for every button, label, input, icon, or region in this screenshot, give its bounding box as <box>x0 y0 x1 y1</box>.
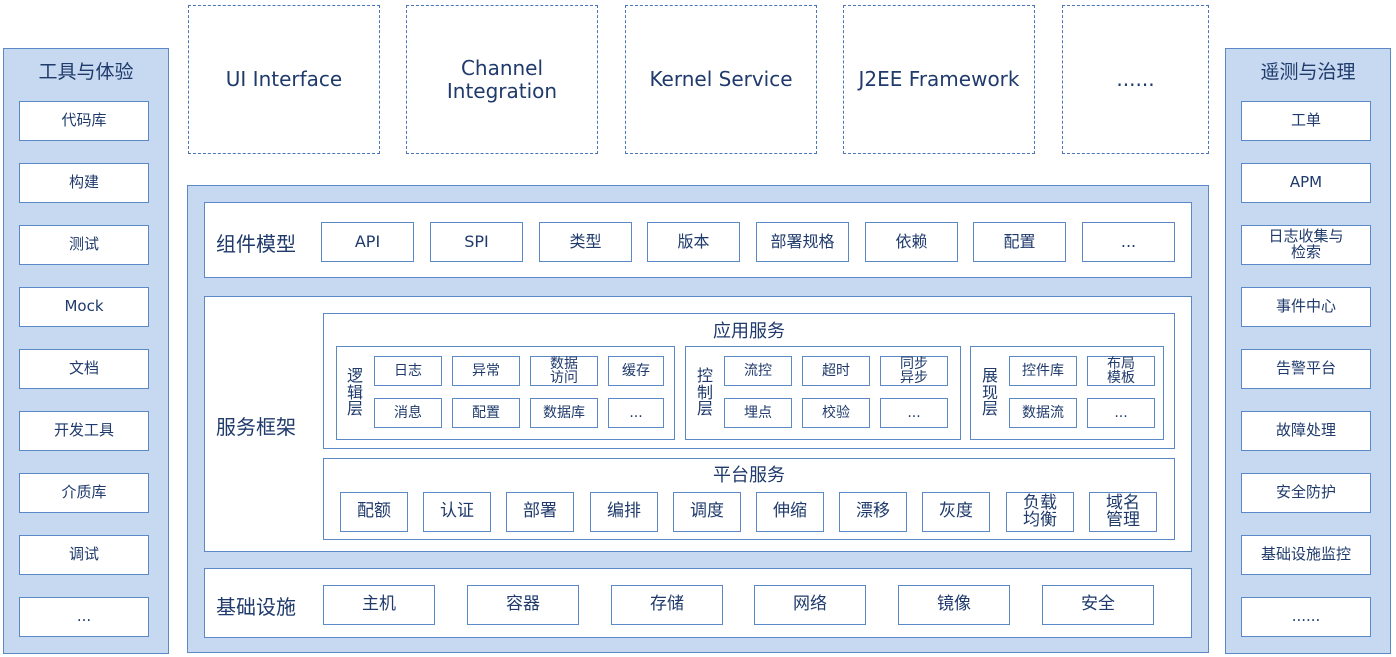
channel-integration-box: Channel Integration <box>406 5 598 154</box>
platform-services-title: 平台服务 <box>713 465 785 486</box>
component-spi: SPI <box>430 222 523 262</box>
kernel-service-box: Kernel Service <box>625 5 817 154</box>
telemetry-governance-panel: 遥测与治理 工单 APM 日志收集与 检索 事件中心 告警平台 故障处理 安全防… <box>1225 48 1391 654</box>
component-type: 类型 <box>539 222 632 262</box>
service-framework-label: 服务框架 <box>216 415 296 439</box>
sidebar-item-log-collection: 日志收集与 检索 <box>1241 225 1371 265</box>
sidebar-item-ticket: 工单 <box>1241 101 1371 141</box>
platform-quota: 配额 <box>340 492 408 532</box>
platform-auth: 认证 <box>423 492 491 532</box>
infra-security: 安全 <box>1042 585 1154 625</box>
component-deploy-spec: 部署规格 <box>756 222 849 262</box>
control-more: ... <box>880 398 948 428</box>
logic-config: 配置 <box>452 398 520 428</box>
sidebar-item-mock: Mock <box>19 287 149 327</box>
sidebar-item-fault-handling: 故障处理 <box>1241 411 1371 451</box>
sidebar-item-event-center: 事件中心 <box>1241 287 1371 327</box>
control-validation: 校验 <box>802 398 870 428</box>
logic-log: 日志 <box>374 356 442 386</box>
platform-orchestration: 编排 <box>590 492 658 532</box>
platform-scheduling: 调度 <box>673 492 741 532</box>
control-layer-label: 控 制 层 <box>696 365 713 419</box>
app-services-title: 应用服务 <box>713 321 785 342</box>
control-sync-async: 同步 异步 <box>880 356 948 386</box>
j2ee-framework-box: J2EE Framework <box>843 5 1035 154</box>
infra-storage: 存储 <box>611 585 723 625</box>
infra-host: 主机 <box>323 585 435 625</box>
sidebar-item-media-repo: 介质库 <box>19 473 149 513</box>
sidebar-item-code-repo: 代码库 <box>19 101 149 141</box>
control-tracking: 埋点 <box>724 398 792 428</box>
presentation-layout-template: 布局 模板 <box>1087 356 1155 386</box>
control-flow-control: 流控 <box>724 356 792 386</box>
sidebar-item-apm: APM <box>1241 163 1371 203</box>
infrastructure-label: 基础设施 <box>216 595 296 619</box>
platform-domain-management: 域名 管理 <box>1089 492 1157 532</box>
platform-load-balancing: 负载 均衡 <box>1006 492 1074 532</box>
infra-container: 容器 <box>467 585 579 625</box>
sidebar-item-build: 构建 <box>19 163 149 203</box>
presentation-widget-library: 控件库 <box>1009 356 1077 386</box>
logic-more: ... <box>608 398 664 428</box>
logic-data-access: 数据 访问 <box>530 356 598 386</box>
sidebar-item-test: 测试 <box>19 225 149 265</box>
logic-cache: 缓存 <box>608 356 664 386</box>
presentation-more: ... <box>1087 398 1155 428</box>
logic-message: 消息 <box>374 398 442 428</box>
more-frameworks-box: ...... <box>1062 5 1209 154</box>
component-version: 版本 <box>647 222 740 262</box>
component-model-label: 组件模型 <box>216 232 296 256</box>
tools-experience-panel: 工具与体验 代码库 构建 测试 Mock 文档 开发工具 介质库 调试 ... <box>3 48 169 654</box>
sidebar-item-docs: 文档 <box>19 349 149 389</box>
infra-image: 镜像 <box>898 585 1010 625</box>
platform-canary: 灰度 <box>922 492 990 532</box>
platform-deploy: 部署 <box>506 492 574 532</box>
sidebar-item-debug: 调试 <box>19 535 149 575</box>
sidebar-item-infra-monitoring: 基础设施监控 <box>1241 535 1371 575</box>
infra-network: 网络 <box>754 585 866 625</box>
ui-interface-box: UI Interface <box>188 5 380 154</box>
component-config: 配置 <box>973 222 1066 262</box>
sidebar-item-security-protection: 安全防护 <box>1241 473 1371 513</box>
sidebar-item-alert-platform: 告警平台 <box>1241 349 1371 389</box>
presentation-data-flow: 数据流 <box>1009 398 1077 428</box>
control-timeout: 超时 <box>802 356 870 386</box>
presentation-layer-label: 展 现 层 <box>981 365 998 419</box>
component-api: API <box>321 222 414 262</box>
logic-exception: 异常 <box>452 356 520 386</box>
tools-experience-title: 工具与体验 <box>38 60 134 83</box>
sidebar-item-dev-tools: 开发工具 <box>19 411 149 451</box>
logic-layer-label: 逻 辑 层 <box>346 365 363 419</box>
component-more: ... <box>1082 222 1175 262</box>
logic-database: 数据库 <box>530 398 598 428</box>
sidebar-item-more: ... <box>19 597 149 637</box>
telemetry-governance-title: 遥测与治理 <box>1260 60 1356 83</box>
platform-scaling: 伸缩 <box>756 492 824 532</box>
platform-drift: 漂移 <box>839 492 907 532</box>
sidebar-item-more: ...... <box>1241 597 1371 637</box>
component-dependency: 依赖 <box>865 222 958 262</box>
